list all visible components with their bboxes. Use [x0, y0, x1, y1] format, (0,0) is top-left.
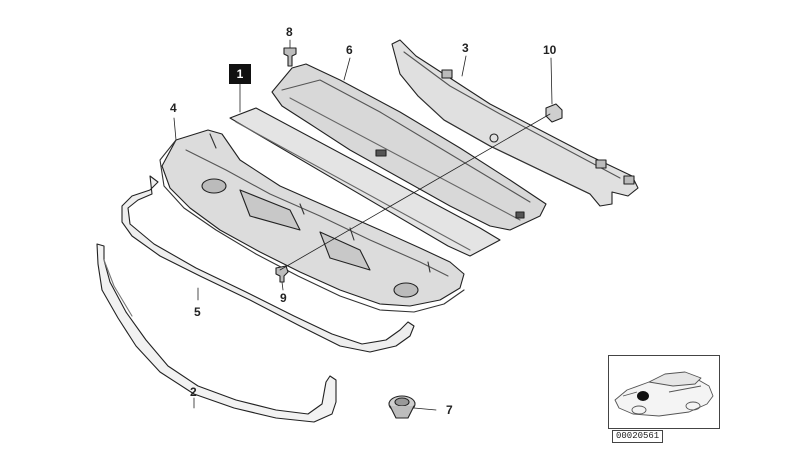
car-icon [614, 371, 714, 417]
callout-10: 10 [543, 43, 557, 57]
part-9-screw [275, 265, 289, 283]
callout-2: 2 [190, 385, 197, 399]
callout-4: 4 [170, 101, 177, 115]
part-1-strip [229, 107, 501, 257]
part-4-cowl-panel [159, 129, 465, 313]
part-2-seal-strip [96, 243, 337, 423]
part-5-rubber-seal [121, 175, 415, 353]
callout-3: 3 [462, 41, 469, 55]
vehicle-locator-inset [608, 355, 720, 429]
callout-8: 8 [286, 25, 293, 39]
part-8-screw [283, 47, 297, 67]
part-6-cowl-cover [271, 63, 547, 231]
callout-7: 7 [446, 403, 453, 417]
part-10-clip [545, 103, 563, 123]
callout-6: 6 [346, 43, 353, 57]
callout-9: 9 [280, 291, 287, 305]
leader-lines [173, 39, 553, 411]
callout-5: 5 [194, 305, 201, 319]
part-3-bracket [391, 39, 639, 207]
callout-1: 1 [229, 64, 251, 84]
part-7-grommet [388, 395, 416, 419]
diagram-reference-code: 00020561 [612, 430, 664, 443]
